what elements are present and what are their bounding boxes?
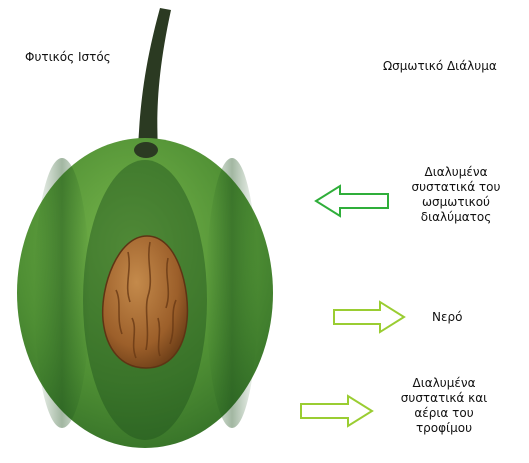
dissolved-food-line-4: τροφίμου [390, 421, 498, 436]
dissolved-solution-line-1: Διαλυμένα [404, 165, 508, 180]
dissolved-solution-arrow [316, 186, 388, 216]
osmotic-solution-label: Ωσμωτικό Διάλυμα [383, 59, 497, 74]
dissolved-food-line-3: αέρια του [390, 406, 498, 421]
stem-base [134, 142, 158, 158]
fruit-groove-left [34, 158, 90, 428]
water-arrow [334, 302, 404, 332]
dissolved-food-label: Διαλυμένα συστατικά και αέρια του τροφίμ… [390, 376, 498, 436]
dissolved-solution-line-4: διαλύματος [404, 210, 508, 225]
dissolved-food-arrow [301, 396, 372, 426]
dissolved-food-line-1: Διαλυμένα [390, 376, 498, 391]
plant-tissue-label: Φυτικός Ιστός [25, 50, 111, 65]
dissolved-solution-line-2: συστατικά του [404, 180, 508, 195]
dissolved-solution-line-3: ωσμωτικού [404, 195, 508, 210]
stem [138, 8, 171, 150]
dissolved-food-line-2: συστατικά και [390, 391, 498, 406]
fruit-groove-right [206, 158, 258, 428]
water-label: Νερό [432, 310, 462, 325]
dissolved-solution-label: Διαλυμένα συστατικά του ωσμωτικού διαλύμ… [404, 165, 508, 225]
